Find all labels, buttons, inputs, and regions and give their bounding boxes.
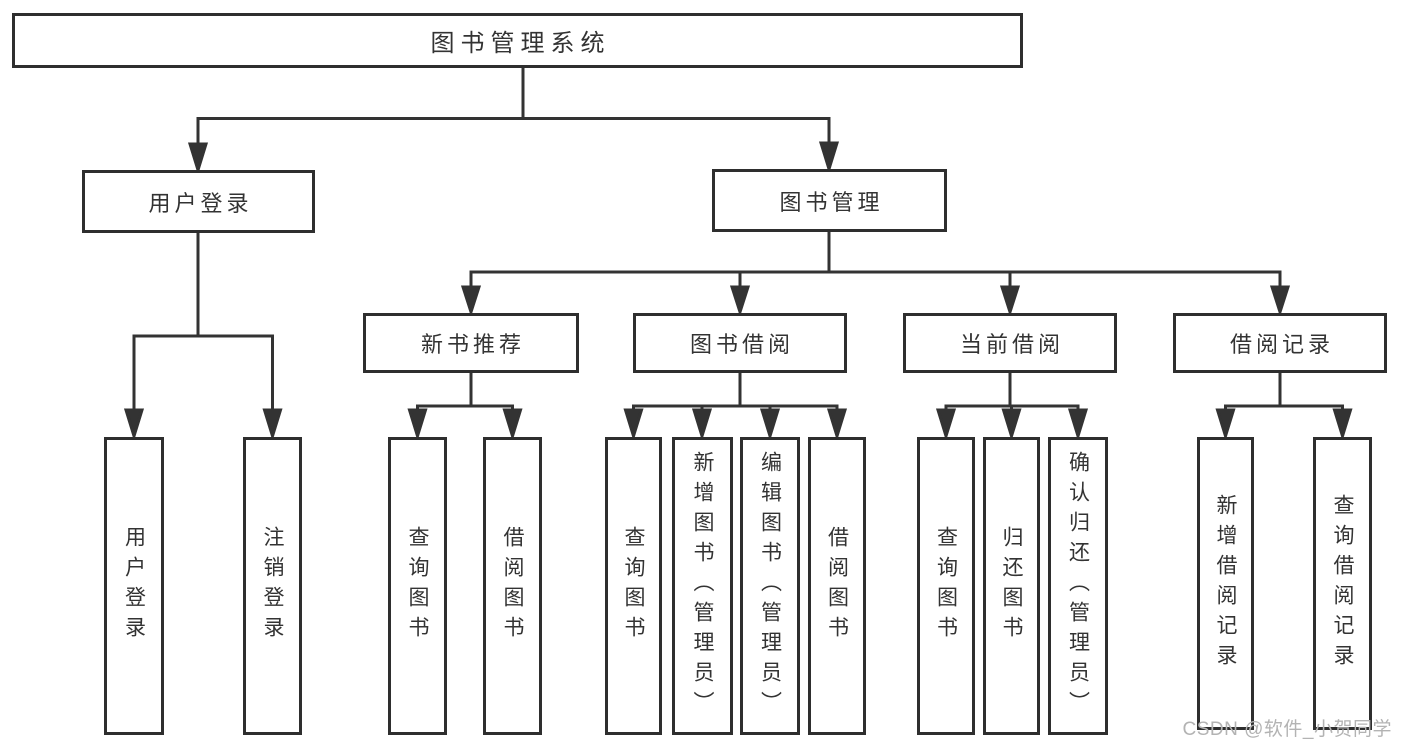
leaf-query-books-3-label: 查询图书	[934, 526, 958, 646]
leaf-add-borrow-record-label: 新增借阅记录	[1214, 493, 1237, 674]
arrowhead-icon	[759, 408, 781, 442]
arrowhead-icon	[1215, 408, 1236, 442]
arrowhead-icon	[729, 285, 751, 317]
node-book-management-label: 图书管理	[779, 189, 884, 215]
arrowhead-icon	[1332, 408, 1353, 442]
leaf-user-login: 用户登录	[104, 437, 164, 735]
leaf-borrow-books-1-label: 借阅图书	[501, 526, 524, 646]
node-book-borrow: 图书借阅	[633, 313, 847, 373]
arrowhead-icon	[460, 285, 482, 317]
leaf-add-borrow-record: 新增借阅记录	[1197, 437, 1254, 730]
node-new-book-recommend-label: 新书推荐	[420, 332, 525, 357]
leaf-query-books-1-label: 查询图书	[406, 526, 429, 646]
arrowhead-icon	[623, 408, 644, 442]
connector-borrow-records-children	[1215, 373, 1353, 442]
leaf-query-books-2-label: 查询图书	[622, 526, 645, 646]
connector-user-login-children	[123, 233, 283, 442]
arrowhead-icon	[1001, 408, 1022, 442]
leaf-return-books-label: 归还图书	[1000, 526, 1023, 646]
node-borrow-records: 借阅记录	[1173, 313, 1387, 373]
leaf-borrow-books-2: 借阅图书	[808, 437, 866, 735]
leaf-query-books-1: 查询图书	[388, 437, 447, 735]
arrowhead-icon	[407, 408, 428, 442]
node-borrow-records-label: 借阅记录	[1229, 332, 1334, 357]
node-user-login-label: 用户登录	[148, 190, 253, 216]
connector-new-book-recommend-children	[407, 373, 523, 442]
leaf-borrow-books-1: 借阅图书	[483, 437, 542, 735]
arrowhead-icon	[262, 408, 283, 442]
arrowhead-icon	[999, 285, 1021, 317]
watermark: CSDN @软件_小贺同学	[1182, 719, 1392, 740]
node-new-book-recommend: 新书推荐	[363, 313, 579, 373]
leaf-add-book-admin-label: 新增图书（管理员）	[691, 451, 714, 721]
leaf-user-login-label: 用户登录	[122, 526, 146, 646]
leaf-query-books-3: 查询图书	[917, 437, 975, 735]
node-root-label: 图书管理系统	[430, 30, 611, 57]
leaf-edit-book-admin: 编辑图书（管理员）	[740, 437, 800, 735]
leaf-query-borrow-record: 查询借阅记录	[1313, 437, 1372, 730]
connector-root-to-level2	[187, 68, 840, 176]
leaf-add-book-admin: 新增图书（管理员）	[672, 437, 733, 735]
node-book-borrow-label: 图书借阅	[689, 332, 794, 357]
arrowhead-icon	[935, 408, 957, 442]
node-current-borrow-label: 当前借阅	[959, 332, 1064, 357]
node-book-management: 图书管理	[712, 169, 947, 232]
leaf-return-books: 归还图书	[983, 437, 1040, 735]
arrowhead-icon	[818, 141, 840, 175]
leaf-confirm-return-admin-label: 确认归还（管理员）	[1066, 451, 1090, 721]
leaf-query-books-2: 查询图书	[605, 437, 662, 735]
leaf-logout-login: 注销登录	[243, 437, 302, 735]
arrowhead-icon	[123, 408, 145, 442]
leaf-logout-login-label: 注销登录	[261, 526, 284, 646]
arrowhead-icon	[826, 408, 848, 442]
arrowhead-icon	[1269, 285, 1291, 317]
node-current-borrow: 当前借阅	[903, 313, 1117, 373]
connector-book-borrow-children	[623, 373, 848, 442]
arrowhead-icon	[502, 408, 523, 442]
leaf-confirm-return-admin: 确认归还（管理员）	[1048, 437, 1108, 735]
arrowhead-icon	[1067, 408, 1089, 442]
leaf-query-borrow-record-label: 查询借阅记录	[1331, 493, 1354, 674]
arrowhead-icon	[691, 408, 713, 442]
leaf-edit-book-admin-label: 编辑图书（管理员）	[758, 451, 782, 721]
leaf-borrow-books-2-label: 借阅图书	[825, 526, 849, 646]
node-user-login: 用户登录	[82, 170, 315, 233]
arrowhead-icon	[187, 142, 209, 176]
node-root: 图书管理系统	[12, 13, 1023, 68]
connector-current-borrow-children	[935, 373, 1089, 442]
connector-book-management-to-level3	[460, 232, 1291, 317]
